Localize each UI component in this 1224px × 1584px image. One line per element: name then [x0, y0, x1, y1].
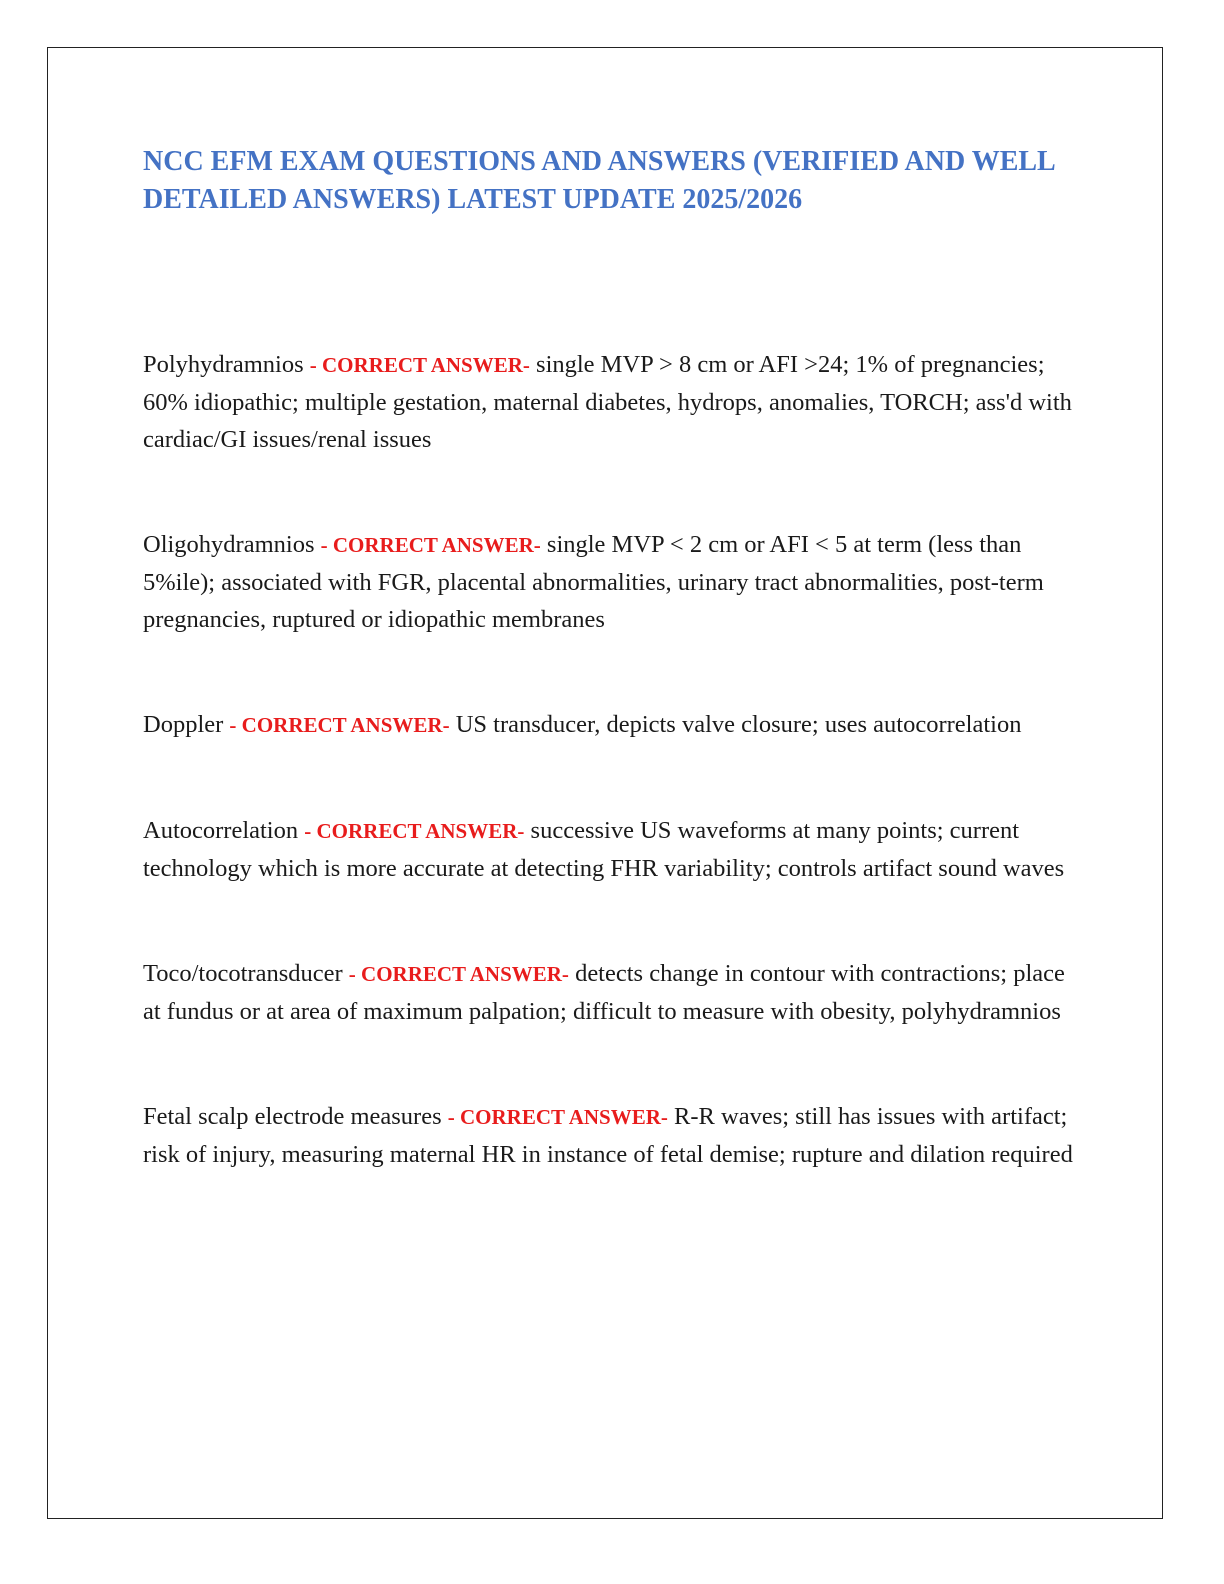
qa-answer: US transducer, depicts valve closure; us… [455, 711, 1022, 738]
correct-answer-marker: - CORRECT ANSWER- [304, 819, 525, 843]
correct-answer-marker: - CORRECT ANSWER- [348, 962, 569, 986]
qa-item-oligohydramnios: Oligohydramnios - CORRECT ANSWER- single… [143, 526, 1073, 638]
correct-answer-marker: - CORRECT ANSWER- [320, 533, 541, 557]
qa-answer: detects change in contour with contracti… [143, 960, 1065, 1025]
qa-term: Fetal scalp electrode measures [143, 1103, 442, 1130]
correct-answer-marker: - CORRECT ANSWER- [309, 353, 530, 377]
qa-term: Autocorrelation [143, 817, 299, 844]
qa-item-polyhydramnios: Polyhydramnios - CORRECT ANSWER- single … [143, 346, 1073, 458]
qa-item-fetal-scalp-electrode: Fetal scalp electrode measures - CORRECT… [143, 1098, 1073, 1173]
page-border [47, 47, 1163, 1519]
qa-item-autocorrelation: Autocorrelation - CORRECT ANSWER- succes… [143, 812, 1073, 887]
qa-term: Oligohydramnios [143, 531, 315, 558]
qa-list: Polyhydramnios - CORRECT ANSWER- single … [143, 346, 1073, 1173]
qa-answer: R-R waves; still has issues with artifac… [143, 1103, 1073, 1168]
qa-answer: single MVP < 2 cm or AFI < 5 at term (le… [143, 531, 1044, 633]
qa-item-tocotransducer: Toco/tocotransducer - CORRECT ANSWER- de… [143, 955, 1073, 1030]
correct-answer-marker: - CORRECT ANSWER- [229, 713, 450, 737]
qa-answer: successive US waveforms at many points; … [143, 817, 1065, 882]
correct-answer-marker: - CORRECT ANSWER- [447, 1105, 668, 1129]
qa-term: Doppler [143, 711, 224, 738]
qa-term: Toco/tocotransducer [143, 960, 343, 987]
qa-term: Polyhydramnios [143, 351, 304, 378]
qa-answer: single MVP > 8 cm or AFI >24; 1% of preg… [143, 351, 1072, 453]
qa-item-doppler: Doppler - CORRECT ANSWER- US transducer,… [143, 706, 1073, 744]
document-title: NCC EFM EXAM QUESTIONS AND ANSWERS (VERI… [143, 146, 1055, 215]
